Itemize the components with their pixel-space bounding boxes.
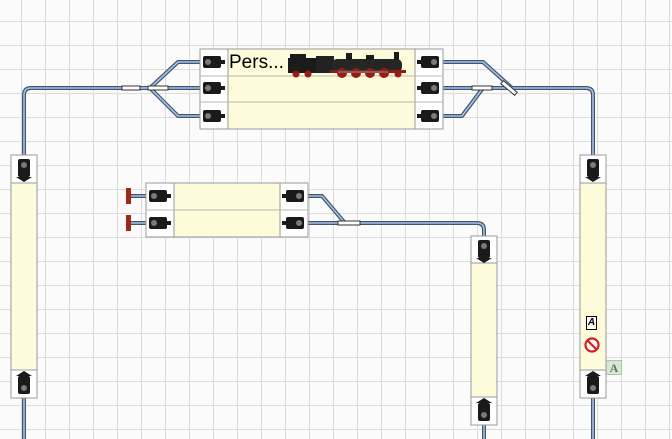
block-left-vertical[interactable] xyxy=(10,154,38,399)
block-group-top[interactable] xyxy=(199,48,444,130)
block-label-top: Pers... xyxy=(229,52,284,73)
no-entry-icon xyxy=(584,337,600,353)
block-right-vertical[interactable] xyxy=(579,154,607,399)
auto-mode-marker: A xyxy=(586,316,597,330)
block-center-vertical[interactable] xyxy=(470,235,498,426)
turnout-left[interactable] xyxy=(121,85,169,91)
block-group-sidings[interactable] xyxy=(126,182,309,238)
steam-locomotive-icon xyxy=(288,52,406,78)
buffer-stop-icon xyxy=(126,188,131,204)
buffer-stop-icon xyxy=(126,215,131,231)
turnout-middle[interactable] xyxy=(337,220,361,226)
turnout-right[interactable] xyxy=(471,79,518,97)
auto-badge-icon[interactable]: A xyxy=(606,360,622,375)
